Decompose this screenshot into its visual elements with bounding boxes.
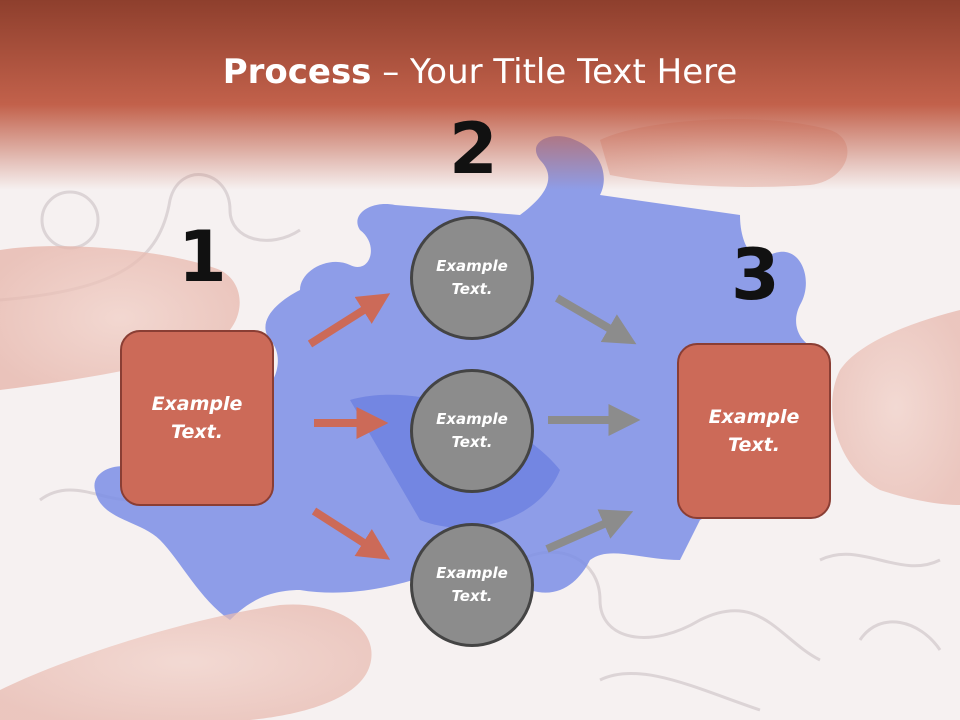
finger-bottom-left xyxy=(0,604,372,720)
arrow-bottom-to-3 xyxy=(545,509,634,553)
step-3-text-line1: Example xyxy=(708,405,800,428)
circle-top: Example Text. xyxy=(410,216,534,340)
finger-right xyxy=(832,310,960,505)
title-rest: – Your Title Text Here xyxy=(371,52,738,92)
slide-title: Process – Your Title Text Here xyxy=(0,52,960,92)
circle-top-line2: Text. xyxy=(451,280,493,298)
step-1-text-line2: Text. xyxy=(171,421,223,443)
step-3-text-line2: Text. xyxy=(728,434,780,456)
step-1-text-line1: Example xyxy=(151,392,243,415)
step-number-3: 3 xyxy=(731,234,780,316)
circle-middle: Example Text. xyxy=(410,369,534,493)
circle-top-line1: Example xyxy=(436,256,508,275)
circle-bottom-line2: Text. xyxy=(451,587,493,605)
title-bold: Process xyxy=(222,52,372,92)
arrow-1-to-top xyxy=(307,293,391,348)
circle-bottom-line1: Example xyxy=(436,563,508,582)
arrow-top-to-3 xyxy=(554,294,637,345)
arrow-1-to-bottom xyxy=(311,507,391,560)
step-number-1: 1 xyxy=(178,216,227,298)
circle-middle-line1: Example xyxy=(436,409,508,428)
step-3-box: Example Text. xyxy=(677,343,831,519)
step-1-box: Example Text. xyxy=(120,330,274,506)
circle-bottom: Example Text. xyxy=(410,523,534,647)
step-number-2: 2 xyxy=(449,108,498,190)
circle-middle-line2: Text. xyxy=(451,433,493,451)
